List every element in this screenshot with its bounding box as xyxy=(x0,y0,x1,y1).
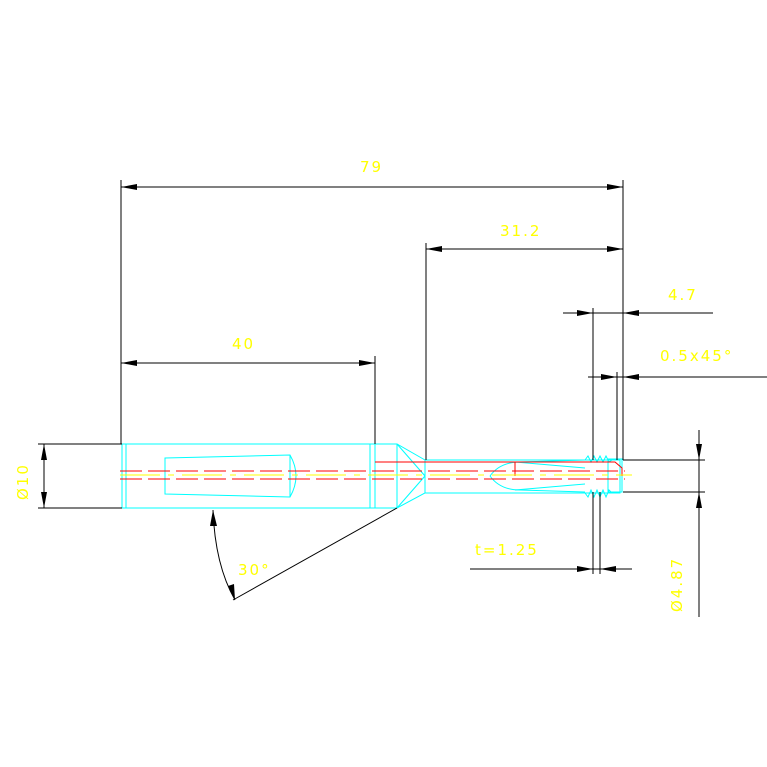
dim-tip-diameter-label: Ø4.87 xyxy=(668,557,686,612)
dim-cone-angle: 30° xyxy=(210,507,398,601)
dim-end-length-label: 4.7 xyxy=(668,286,698,304)
dim-tip-section-length-label: 31.2 xyxy=(500,222,541,240)
dim-tip-section-length: 31.2 xyxy=(425,222,623,460)
dim-overall-length-label: 79 xyxy=(360,158,383,176)
internal-profile xyxy=(375,461,623,476)
dim-overall-length: 79 xyxy=(120,158,624,460)
part-outline xyxy=(121,443,621,509)
dim-cone-angle-label: 30° xyxy=(238,561,271,579)
dim-chamfer-label: 0.5x45° xyxy=(660,347,733,365)
dim-shank-diameter: Ø10 xyxy=(14,443,122,509)
dim-thread-pitch-label: t=1.25 xyxy=(475,541,539,559)
dim-chamfer: 0.5x45° xyxy=(588,347,767,460)
dim-thread-pitch: t=1.25 xyxy=(470,492,632,574)
centerline xyxy=(120,470,632,480)
dim-tip-diameter: Ø4.87 xyxy=(623,430,705,617)
dim-shank-length-label: 40 xyxy=(232,335,255,353)
dim-shank-diameter-label: Ø10 xyxy=(14,463,32,500)
dim-shank-length: 40 xyxy=(121,335,376,444)
dim-end-length: 4.7 xyxy=(563,286,713,460)
